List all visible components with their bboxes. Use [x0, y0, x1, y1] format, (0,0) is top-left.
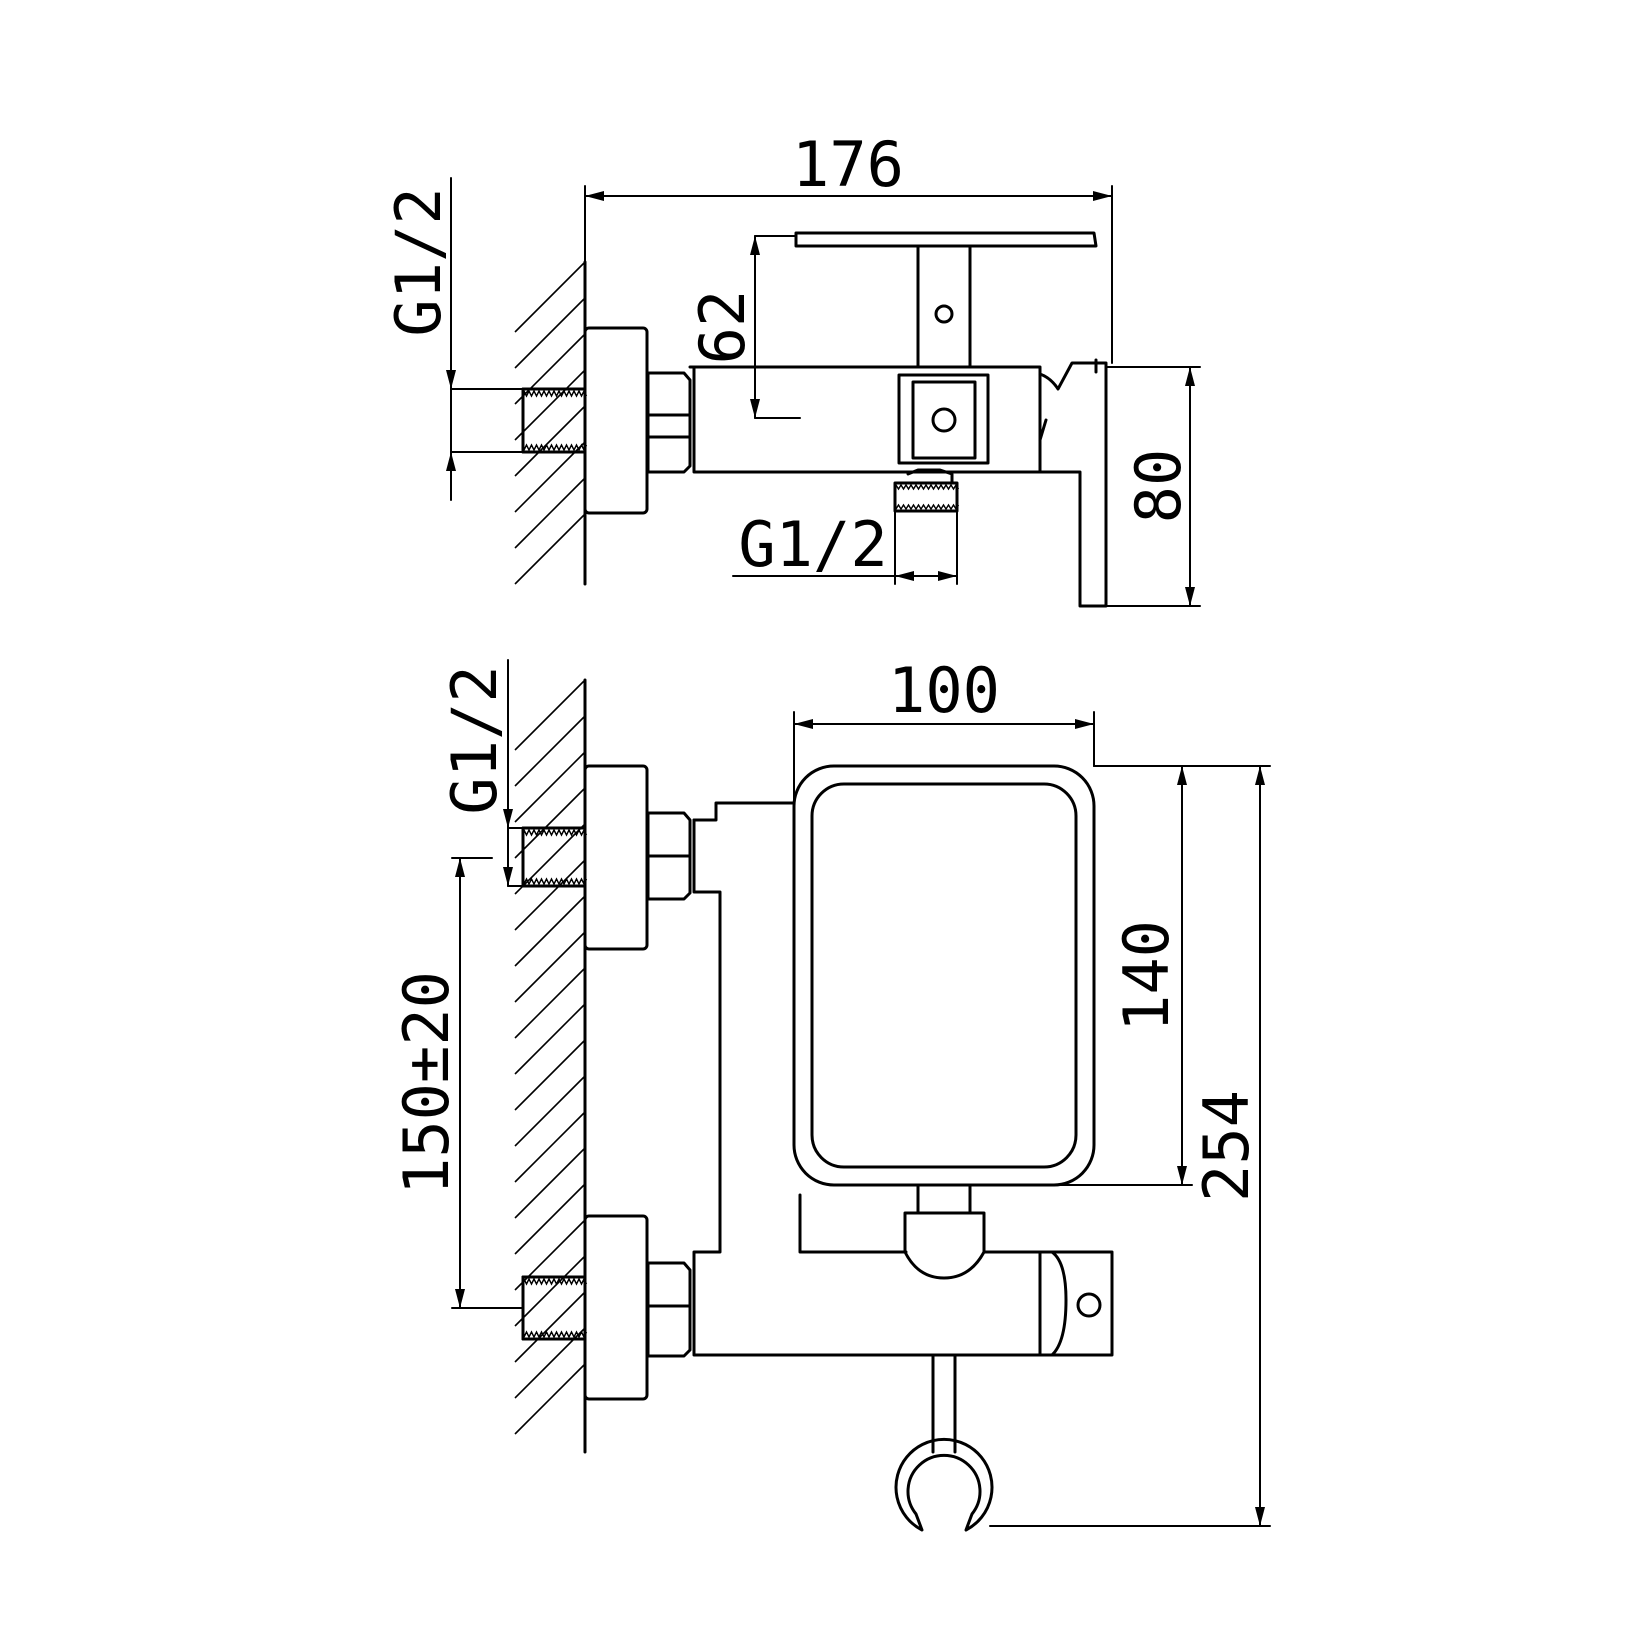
thread-teeth [523, 1330, 588, 1339]
thread-teeth [895, 483, 960, 491]
hatch-line [514, 369, 586, 441]
dim-bottom-inlet-thread: G1/2 [438, 659, 524, 887]
bottom-bracket-top [692, 801, 796, 822]
top-escutcheon [583, 326, 649, 515]
bottom-lower-escutcheon [583, 1214, 649, 1401]
hatch-line [514, 931, 586, 1003]
bottom-lever-handle [1038, 1250, 1114, 1357]
dim-top-inlet-thread: G1/2 [382, 177, 524, 501]
dim-176-label: 176 [792, 128, 904, 201]
top-lever-handle [1038, 361, 1108, 608]
dim-bottom-inlet-thread-label: G1/2 [438, 665, 511, 814]
dim-100-label: 100 [888, 654, 1000, 727]
top-mixer-body [692, 365, 1042, 474]
hatch-line [514, 679, 586, 751]
thread-teeth [895, 503, 960, 511]
hatch-line [514, 715, 586, 787]
thread-teeth [523, 828, 588, 837]
bottom-upper-inlet-pipe [521, 826, 588, 888]
hatch-line [514, 895, 586, 967]
bottom-bracket-inner [798, 1193, 908, 1254]
bottom-upper-escutcheon [583, 764, 649, 951]
bottom-shelf-inner [810, 782, 1078, 1169]
hatch-line [514, 261, 586, 333]
dim-254: 254 [989, 765, 1271, 1527]
hatch-line [514, 751, 586, 823]
hatch-line [514, 441, 586, 513]
dim-140-label: 140 [1110, 920, 1183, 1032]
top-outlet-fitting [893, 468, 960, 513]
top-view: 176 62 80 G1/2 [382, 128, 1201, 608]
bottom-bracket-left [692, 818, 1042, 1357]
bottom-shelf-connector [903, 1183, 986, 1280]
dim-150: 150±20 [390, 857, 524, 1309]
dim-80: 80 [1105, 366, 1201, 607]
dim-100: 100 [793, 654, 1095, 804]
hatch-line [514, 1147, 586, 1219]
bottom-view: 100 140 254 150±20 [390, 654, 1271, 1532]
thread-teeth [523, 443, 588, 452]
hatch-line [514, 787, 586, 859]
dim-top-outlet-thread-label: G1/2 [738, 508, 887, 581]
top-clamp-block [897, 373, 990, 465]
thread-teeth [523, 389, 588, 398]
thread-teeth [523, 877, 588, 886]
dim-254-label: 254 [1190, 1090, 1263, 1202]
top-wall-hatch [514, 261, 586, 585]
top-shelf-arm [916, 244, 972, 369]
hatch-line [514, 333, 586, 405]
hatch-line [514, 1363, 586, 1435]
hatch-line [514, 1075, 586, 1147]
bottom-lower-hex-nut [646, 1261, 692, 1358]
bottom-wall-hatch [514, 679, 586, 1435]
top-arm-hole [934, 304, 954, 324]
dim-140: 140 [1059, 765, 1193, 1186]
bottom-lower-inlet-pipe [521, 1275, 588, 1341]
hatch-line [514, 823, 586, 895]
top-hex-nut [646, 371, 692, 474]
hatch-line [514, 1291, 586, 1363]
hatch-line [514, 1255, 586, 1327]
hatch-line [514, 297, 586, 369]
top-shelf-plate [794, 231, 1098, 248]
hatch-line [514, 513, 586, 585]
top-inlet-pipe [521, 387, 588, 454]
dim-62: 62 [686, 235, 801, 419]
dim-80-label: 80 [1122, 449, 1195, 524]
hatch-line [514, 1039, 586, 1111]
dim-176: 176 [584, 128, 1113, 364]
hatch-line [514, 1111, 586, 1183]
hatch-line [514, 405, 586, 477]
hatch-line [514, 859, 586, 931]
dim-62-label: 62 [686, 290, 759, 365]
hatch-line [514, 967, 586, 1039]
hatch-line [514, 1183, 586, 1255]
dim-top-outlet-thread: G1/2 [732, 508, 958, 585]
thread-teeth [523, 1277, 588, 1286]
bottom-shelf-outer [792, 764, 1096, 1187]
hatch-line [514, 1003, 586, 1075]
bottom-upper-hex-nut [646, 811, 692, 901]
dim-top-inlet-thread-label: G1/2 [382, 187, 455, 336]
bottom-shower-holder [894, 1353, 994, 1532]
hatch-line [514, 477, 586, 549]
dim-150-label: 150±20 [390, 971, 463, 1195]
